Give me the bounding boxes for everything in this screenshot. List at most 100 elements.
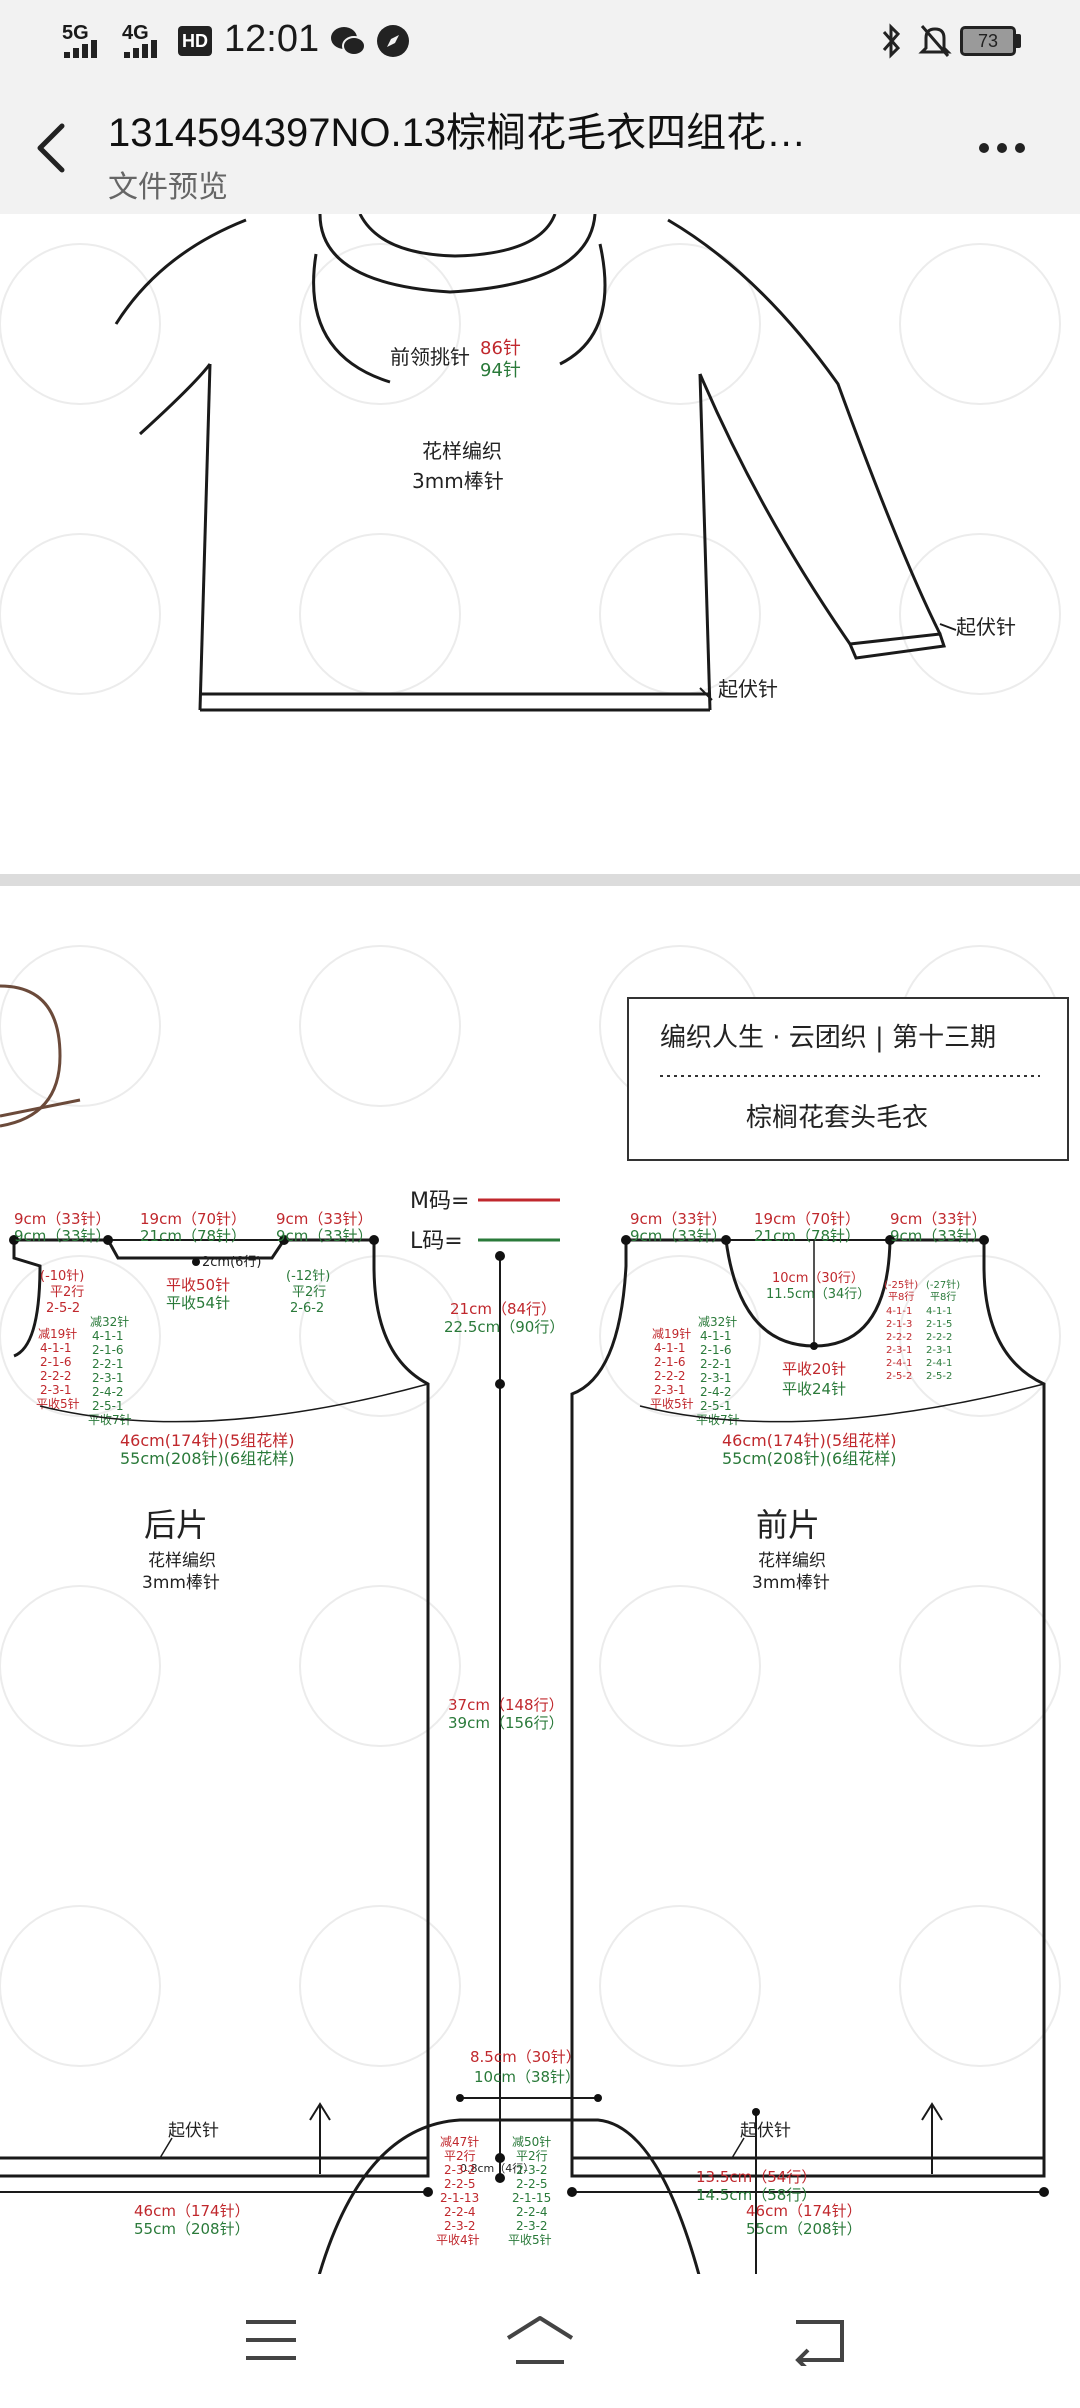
document-title: 1314594397NO.13棕榈花毛衣四组花… [108,111,807,155]
back-shoulder-left-m: 9cm（33针） [14,1210,111,1228]
front-shoulder-left-l: 9cm（33针） [630,1227,727,1245]
svg-text:平收7针: 平收7针 [88,1412,132,1427]
back-left-dec-2: 平2行 [50,1285,84,1300]
more-options-icon[interactable] [976,140,1028,156]
document-viewer[interactable]: 前领挑针 86针 94针 花样编织 3mm棒针 起伏针 起伏针 [0,214,1080,2274]
right-sleeve-inner [698,373,852,645]
svg-text:2-3-1: 2-3-1 [40,1383,72,1397]
back-needle: 3mm棒针 [142,1573,220,1593]
svg-text:2-1-6: 2-1-6 [654,1355,686,1369]
svg-text:减50针: 减50针 [512,2134,551,2149]
system-nav-bar [0,2274,1080,2408]
neck-pickup-l: 94针 [480,360,521,381]
battery-level: 73 [977,31,999,51]
back-icon[interactable] [790,2314,846,2366]
back-neck-depth: 2cm(6行) [202,1255,262,1270]
svg-text:平收4针: 平收4针 [436,2232,480,2247]
svg-text:平2行: 平2行 [444,2149,476,2163]
svg-text:(-25针): (-25针) [884,1278,918,1291]
svg-text:4-1-1: 4-1-1 [92,1329,124,1343]
wechat-icon [331,27,366,56]
front-shoulder-left-m: 9cm（33针） [630,1210,727,1228]
front-pattern: 花样编织 [758,1551,826,1571]
title-box-line2: 棕榈花套头毛衣 [746,1103,928,1133]
back-left-dec-1: (-10针) [40,1269,84,1284]
signal-icon [124,40,157,58]
svg-text:2-2-2: 2-2-2 [40,1369,72,1383]
left-armhole [138,363,212,436]
title-box-line1: 编织人生 · 云团织 | 第十三期 [660,1023,996,1053]
needle-label: 3mm棒针 [412,469,504,493]
back-shoulder-right-m: 9cm（33针） [276,1210,373,1228]
svg-text:2-5-1: 2-5-1 [700,1399,732,1413]
svg-text:减19针: 减19针 [652,1326,691,1341]
svg-text:2-4-1: 2-4-1 [926,1358,952,1369]
sleeve-cap-l: 14.5cm（58行） [696,2186,816,2204]
back-right-dec-3: 2-6-2 [290,1301,324,1316]
page-2: 编织人生 · 云团织 | 第十三期 棕榈花套头毛衣 M码= L码= 9cm（33… [0,886,1080,2274]
back-chest-l: 55cm(208针)(6组花样) [120,1449,294,1468]
front-neck-depth-m: 10cm（30行） [772,1271,864,1286]
svg-text:2-4-2: 2-4-2 [700,1385,732,1399]
back-shoulder-left-l: 9cm（33针） [14,1227,111,1245]
svg-text:2-2-2: 2-2-2 [654,1369,686,1383]
neck-inner [358,214,557,258]
network-5g-label: 5G [62,22,89,44]
back-piece-outline [0,1238,430,2178]
svg-text:2-4-2: 2-4-2 [92,1385,124,1399]
svg-text:(-27针): (-27针) [926,1278,960,1291]
body-cast-on-label: 起伏针 [718,677,778,701]
svg-text:2-3-2: 2-3-2 [516,2163,548,2177]
battery-icon: 73 [960,26,1016,56]
svg-text:2-2-5: 2-2-5 [516,2177,548,2191]
status-bar: 5G 4G HD 12:01 73 [0,0,1080,84]
front-neck-dec-m: (-25针) 平8行 4-1-1 2-1-3 2-2-2 2-3-1 2-4-1… [884,1278,918,1382]
back-piece-name: 后片 [144,1506,208,1544]
front-neck-l: 21cm（78针） [754,1227,860,1245]
front-bind-off-m: 平收20针 [782,1360,846,1378]
title-box [627,997,1069,1161]
svg-text:2-1-3: 2-1-3 [886,1319,912,1330]
svg-text:平2行: 平2行 [516,2149,548,2163]
svg-text:4-1-1: 4-1-1 [654,1341,686,1355]
back-bind-off-l: 平收54针 [166,1294,230,1312]
back-armhole-dec-l: 减32针 4-1-1 2-1-6 2-2-1 2-3-1 2-4-2 2-5-1… [88,1314,132,1427]
legend-m-label: M码= [410,1189,469,1214]
svg-text:2-5-2: 2-5-2 [926,1371,952,1382]
mute-icon [918,25,952,57]
sleeve-cap-m: 13.5cm（54行） [696,2168,816,2186]
front-armhole-dec-l: 减32针 4-1-1 2-1-6 2-2-1 2-3-1 2-4-2 2-5-1… [696,1314,740,1427]
menu-icon[interactable] [244,2318,298,2362]
neck-outer [318,214,597,294]
front-shoulder-right-l: 9cm（33针） [890,1227,987,1245]
compass-icon [377,25,409,57]
svg-text:4-1-1: 4-1-1 [886,1306,912,1317]
watermark [0,243,1061,695]
svg-text:2-1-6: 2-1-6 [700,1343,732,1357]
svg-text:2-2-2: 2-2-2 [886,1332,912,1343]
page-1: 前领挑针 86针 94针 花样编织 3mm棒针 起伏针 起伏针 [0,214,1080,874]
body-height-l: 39cm（156行） [448,1714,564,1732]
svg-text:2-5-1: 2-5-1 [92,1399,124,1413]
svg-text:2-1-6: 2-1-6 [92,1343,124,1357]
back-arrow-icon[interactable] [32,118,72,178]
cuff-outer [847,632,946,660]
signal-icon [64,40,97,58]
svg-text:2-2-4: 2-2-4 [444,2205,476,2219]
svg-text:4-1-1: 4-1-1 [926,1306,952,1317]
brand-logo [0,984,81,1128]
front-width-m: 46cm（174针） [746,2202,862,2220]
front-neck-depth-l: 11.5cm（34行） [766,1287,870,1302]
body-right-side [698,373,712,711]
svg-text:平收5针: 平收5针 [650,1396,694,1411]
svg-text:2-3-1: 2-3-1 [700,1371,732,1385]
sleeve-top-l: 10cm（38针） [474,2068,580,2086]
svg-text:2-3-1: 2-3-1 [92,1371,124,1385]
front-neck-m: 19cm（70针） [754,1210,860,1228]
front-cast-on: 起伏针 [740,2121,791,2141]
home-icon[interactable] [504,2314,576,2366]
svg-text:减19针: 减19针 [38,1326,77,1341]
svg-text:2-2-2: 2-2-2 [926,1332,952,1343]
back-cast-on: 起伏针 [168,2121,219,2141]
svg-text:2-3-2: 2-3-2 [444,2163,476,2177]
